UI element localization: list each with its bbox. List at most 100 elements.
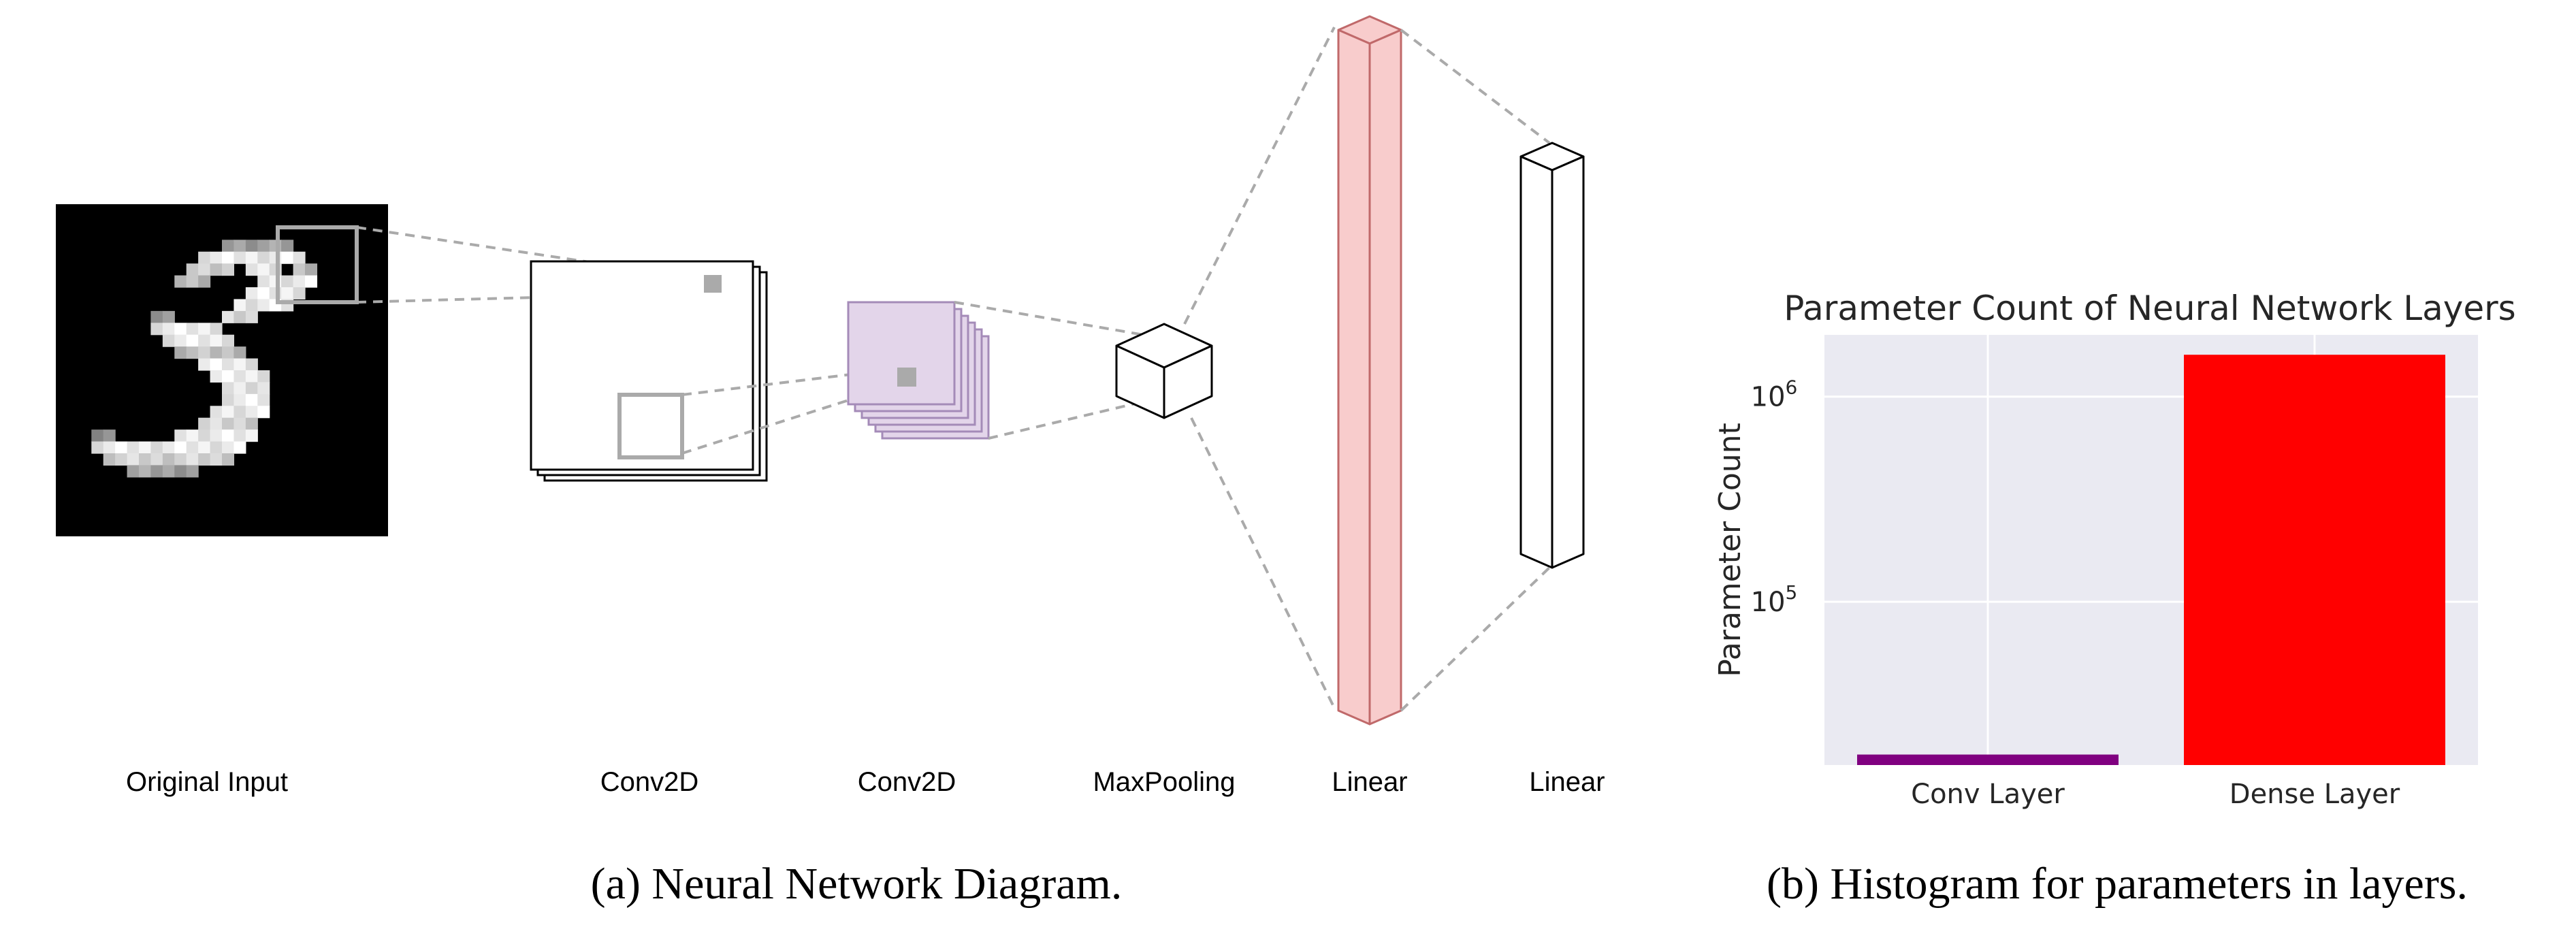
projection-line bbox=[1400, 29, 1551, 144]
digit-pixel bbox=[293, 275, 306, 288]
digit-pixel bbox=[245, 358, 258, 371]
original-input-image bbox=[56, 204, 388, 536]
digit-pixel bbox=[234, 393, 246, 406]
digit-pixel bbox=[162, 465, 175, 478]
digit-pixel bbox=[293, 251, 306, 264]
digit-pixel bbox=[174, 465, 187, 478]
x-tick-labels: Conv Layer Dense Layer bbox=[1911, 779, 2400, 810]
digit-pixel bbox=[198, 275, 211, 288]
digit-three-pixels bbox=[91, 240, 318, 478]
digit-pixel bbox=[174, 429, 187, 442]
digit-pixel bbox=[198, 263, 211, 276]
digit-pixel bbox=[162, 453, 175, 466]
digit-pixel bbox=[198, 334, 211, 347]
digit-pixel bbox=[281, 275, 294, 288]
digit-pixel bbox=[91, 429, 104, 442]
y-tick-label: 105 bbox=[1751, 581, 1798, 618]
linear-layer-1 bbox=[1337, 15, 1402, 726]
digit-pixel bbox=[198, 358, 211, 371]
digit-pixel bbox=[305, 275, 318, 288]
digit-pixel bbox=[293, 287, 306, 300]
digit-pixel bbox=[222, 417, 235, 430]
layer-label-linear-1: Linear bbox=[1332, 767, 1407, 797]
digit-pixel bbox=[162, 310, 175, 323]
projection-line bbox=[1190, 417, 1336, 709]
digit-pixel bbox=[186, 263, 199, 276]
digit-pixel bbox=[174, 334, 187, 347]
digit-pixel bbox=[234, 441, 246, 454]
caption-a: (a) Neural Network Diagram. bbox=[591, 859, 1123, 909]
digit-pixel bbox=[245, 429, 258, 442]
digit-pixel bbox=[186, 334, 199, 347]
digit-pixel bbox=[115, 453, 128, 466]
digit-pixel bbox=[305, 263, 318, 276]
digit-pixel bbox=[222, 406, 235, 419]
digit-pixel bbox=[186, 453, 199, 466]
bar-dense-layer bbox=[2184, 355, 2445, 765]
bars bbox=[1857, 355, 2445, 765]
kernel-output-pixel bbox=[897, 368, 916, 387]
digit-pixel bbox=[222, 441, 235, 454]
digit-pixel bbox=[245, 263, 258, 276]
digit-pixel bbox=[234, 310, 246, 323]
digit-pixel bbox=[186, 275, 199, 288]
digit-pixel bbox=[222, 240, 235, 253]
digit-pixel bbox=[150, 441, 163, 454]
kernel-output-pixel bbox=[704, 275, 722, 293]
digit-pixel bbox=[257, 370, 270, 383]
y-axis-label: Parameter Count bbox=[1713, 423, 1748, 677]
digit-pixel bbox=[210, 323, 223, 336]
y-tick-label: 106 bbox=[1751, 376, 1798, 413]
digit-pixel bbox=[269, 240, 282, 253]
digit-pixel bbox=[210, 358, 223, 371]
digit-pixel bbox=[127, 453, 140, 466]
digit-pixel bbox=[234, 346, 246, 359]
digit-pixel bbox=[245, 370, 258, 383]
digit-pixel bbox=[198, 453, 211, 466]
layer-label-conv2d-2: Conv2D bbox=[858, 767, 956, 797]
digit-pixel bbox=[245, 251, 258, 264]
digit-pixel bbox=[198, 251, 211, 264]
digit-pixel bbox=[222, 370, 235, 383]
layer-label-original-input: Original Input bbox=[126, 767, 288, 797]
digit-pixel bbox=[174, 346, 187, 359]
layer-label-conv2d-1: Conv2D bbox=[600, 767, 699, 797]
digit-pixel bbox=[222, 251, 235, 264]
y-tick-labels: 106 105 bbox=[1751, 376, 1798, 618]
receptive-field-box bbox=[617, 393, 684, 459]
x-tick-label: Dense Layer bbox=[2229, 779, 2400, 810]
projection-line bbox=[1183, 27, 1336, 325]
digit-pixel bbox=[281, 287, 294, 300]
digit-pixel bbox=[127, 465, 140, 478]
digit-pixel bbox=[210, 406, 223, 419]
digit-pixel bbox=[222, 429, 235, 442]
digit-pixel bbox=[198, 417, 211, 430]
digit-pixel bbox=[103, 441, 116, 454]
digit-pixel bbox=[257, 275, 270, 288]
digit-pixel bbox=[234, 417, 246, 430]
receptive-field-box bbox=[276, 225, 359, 304]
digit-pixel bbox=[245, 406, 258, 419]
conv2d-layer-2 bbox=[847, 301, 990, 440]
digit-pixel bbox=[186, 346, 199, 359]
digit-pixel bbox=[139, 465, 152, 478]
digit-pixel bbox=[210, 370, 223, 383]
digit-pixel bbox=[91, 441, 104, 454]
digit-pixel bbox=[245, 240, 258, 253]
digit-pixel bbox=[245, 310, 258, 323]
parameter-count-chart: Parameter Count of Neural Network Layers… bbox=[1713, 289, 2516, 909]
digit-pixel bbox=[234, 358, 246, 371]
digit-pixel bbox=[198, 441, 211, 454]
neural-network-diagram: Original Input Conv2D Conv2D MaxPooling … bbox=[56, 15, 1605, 909]
digit-pixel bbox=[234, 370, 246, 383]
digit-pixel bbox=[139, 453, 152, 466]
x-tick-label: Conv Layer bbox=[1911, 779, 2065, 810]
digit-pixel bbox=[234, 382, 246, 395]
digit-pixel bbox=[234, 240, 246, 253]
digit-pixel bbox=[210, 251, 223, 264]
projection-line bbox=[988, 400, 1144, 440]
digit-pixel bbox=[281, 240, 294, 253]
layer-label-linear-2: Linear bbox=[1529, 767, 1605, 797]
digit-pixel bbox=[198, 346, 211, 359]
